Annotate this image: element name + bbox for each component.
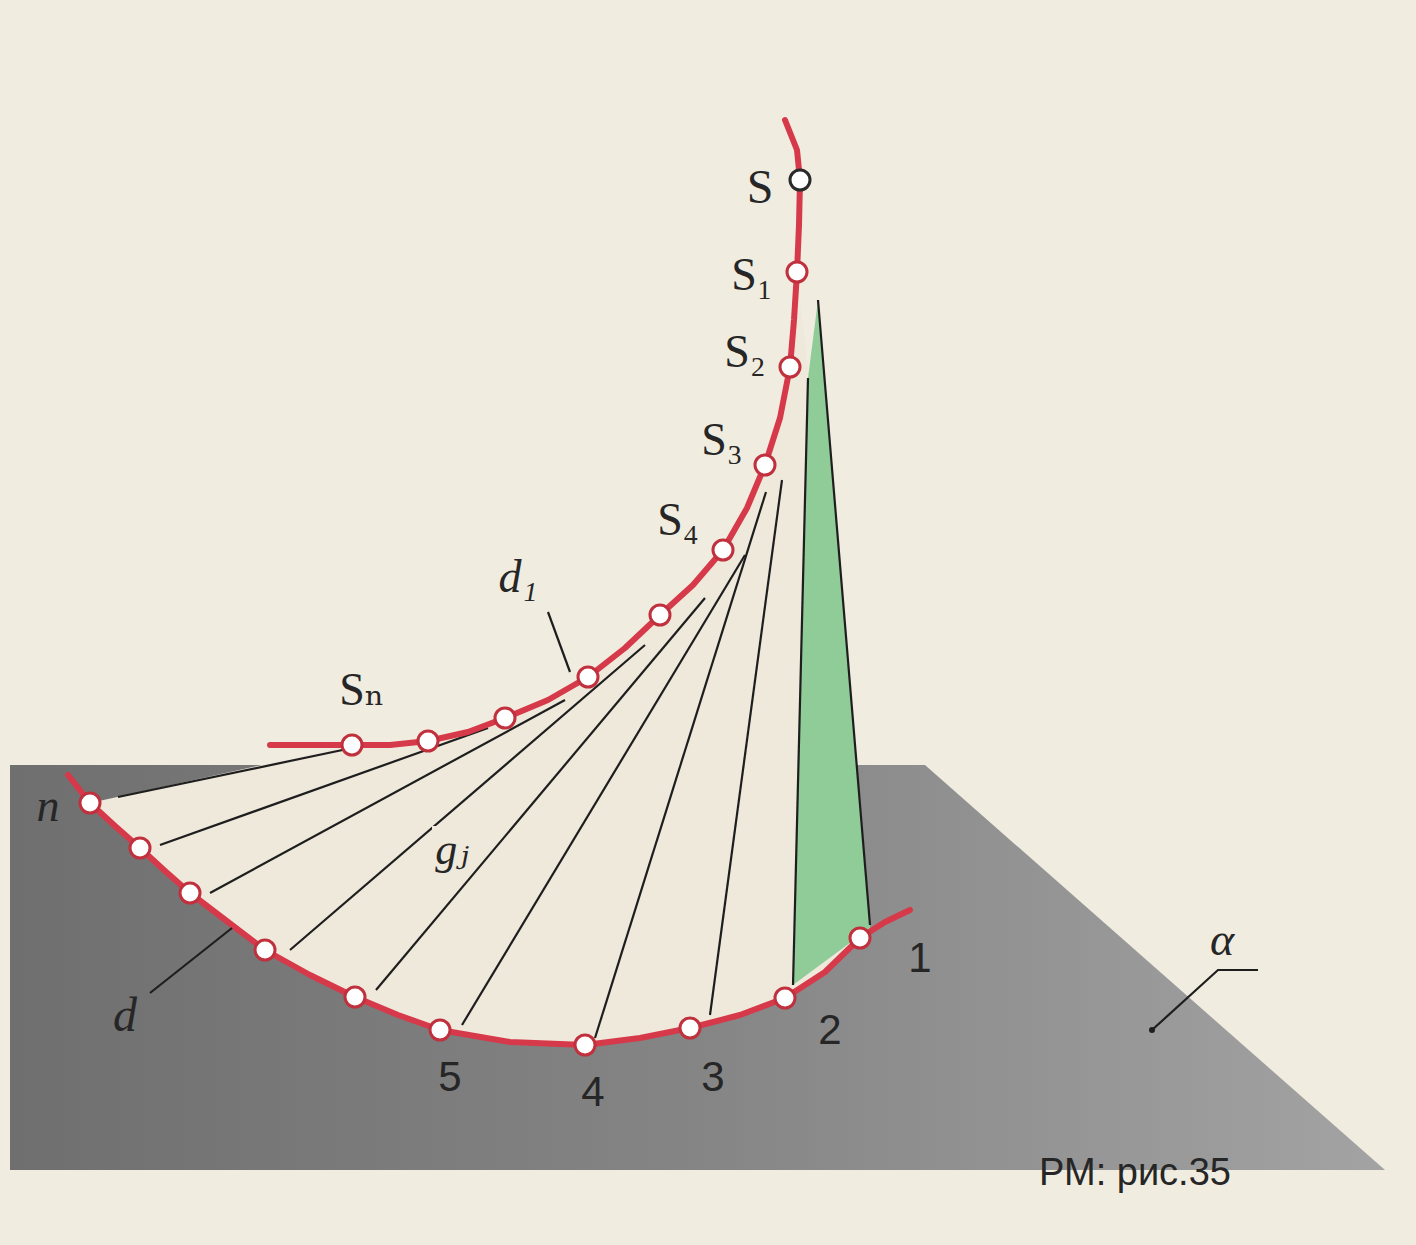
- point-label: S₃: [701, 417, 743, 463]
- point-label: S₂: [724, 329, 766, 375]
- curve-points: [80, 262, 870, 1055]
- curve-d: [68, 775, 910, 1045]
- plane-label: α: [1210, 917, 1234, 963]
- point-number: 3: [701, 1056, 724, 1098]
- point-label: S: [747, 163, 774, 211]
- curve-d1: [270, 120, 800, 745]
- point-number: 5: [438, 1056, 461, 1098]
- point-s: [790, 170, 810, 190]
- line-label: gⱼ: [432, 826, 472, 874]
- curve-label: d₁: [499, 554, 538, 600]
- leader-dot: [1149, 1027, 1155, 1033]
- green-strip: [793, 300, 870, 985]
- point-label: n: [37, 783, 60, 829]
- surface-patch: [90, 272, 870, 1045]
- point-number: 1: [908, 937, 931, 979]
- curve-label: d: [113, 991, 137, 1039]
- point-number: 4: [581, 1071, 604, 1113]
- point-label: S₄: [657, 497, 699, 543]
- leader-lines: [150, 612, 1258, 1030]
- point-label: S₁: [731, 252, 773, 298]
- point-number: 2: [818, 1009, 841, 1051]
- figure-reference: РМ: рис.35: [1039, 1153, 1231, 1191]
- point-label: Sₙ: [339, 667, 384, 713]
